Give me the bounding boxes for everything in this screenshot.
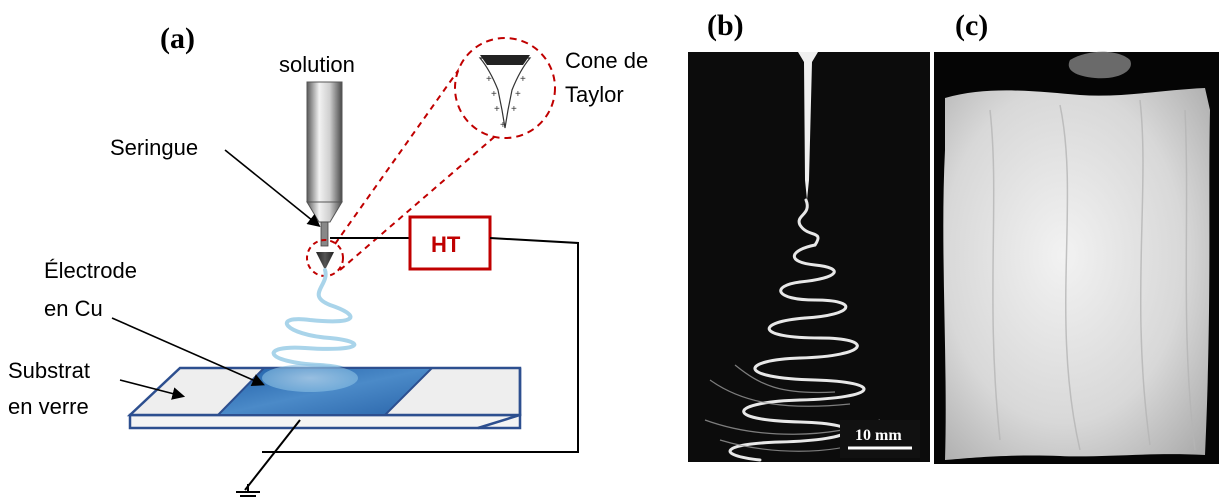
panel-c: (c)	[934, 9, 1219, 464]
jet-stream	[798, 52, 818, 200]
collector-top	[1068, 51, 1131, 79]
svg-text:+: +	[515, 89, 521, 100]
scale-bar-label: 10 mm	[855, 427, 902, 444]
fiber-jet	[271, 268, 357, 377]
substrate-label-line1: Substrat	[8, 358, 90, 383]
panel-b-tag: (b)	[707, 9, 744, 42]
syringe	[306, 81, 343, 270]
svg-text:+: +	[500, 120, 506, 131]
electrode-label-line1: Électrode	[44, 258, 137, 283]
zoom-line-top	[334, 64, 463, 245]
zoom-line-bottom	[339, 131, 501, 271]
svg-text:+: +	[491, 89, 497, 100]
ht-label: HT	[431, 232, 461, 257]
cone-label-line1: Cone de	[565, 48, 648, 73]
substrate-label-line2: en verre	[8, 394, 89, 419]
taylor-cone-zoom-icon: + + + + + + +	[478, 55, 532, 131]
panel-c-tag: (c)	[955, 9, 988, 42]
svg-text:+: +	[520, 74, 526, 85]
whipping-spiral	[728, 198, 866, 462]
ht-box	[408, 215, 492, 271]
syringe-label: Seringue	[110, 135, 198, 160]
wire-electrode-ground	[244, 419, 301, 491]
fiber-mat	[943, 88, 1210, 460]
panel-a-tag: (a)	[160, 22, 195, 55]
panel-a: (a) solution Seringue + + +	[8, 22, 648, 497]
svg-text:+: +	[486, 74, 492, 85]
solution-label: solution	[279, 52, 355, 77]
substrate-pointer	[119, 379, 186, 400]
scale-bar-box	[840, 420, 920, 458]
panel-b: (b) 10 mm	[688, 9, 930, 462]
substrate	[126, 364, 522, 430]
svg-text:+: +	[494, 104, 500, 115]
wire-ht-ground	[262, 237, 579, 453]
svg-text:+: +	[511, 104, 517, 115]
fiber-mat-folds	[989, 99, 1196, 451]
cone-label-line2: Taylor	[565, 82, 624, 107]
electrode-pointer	[111, 317, 265, 386]
syringe-pointer	[224, 149, 321, 228]
electrode-label-line2: en Cu	[44, 296, 103, 321]
ground-icon	[236, 484, 260, 497]
